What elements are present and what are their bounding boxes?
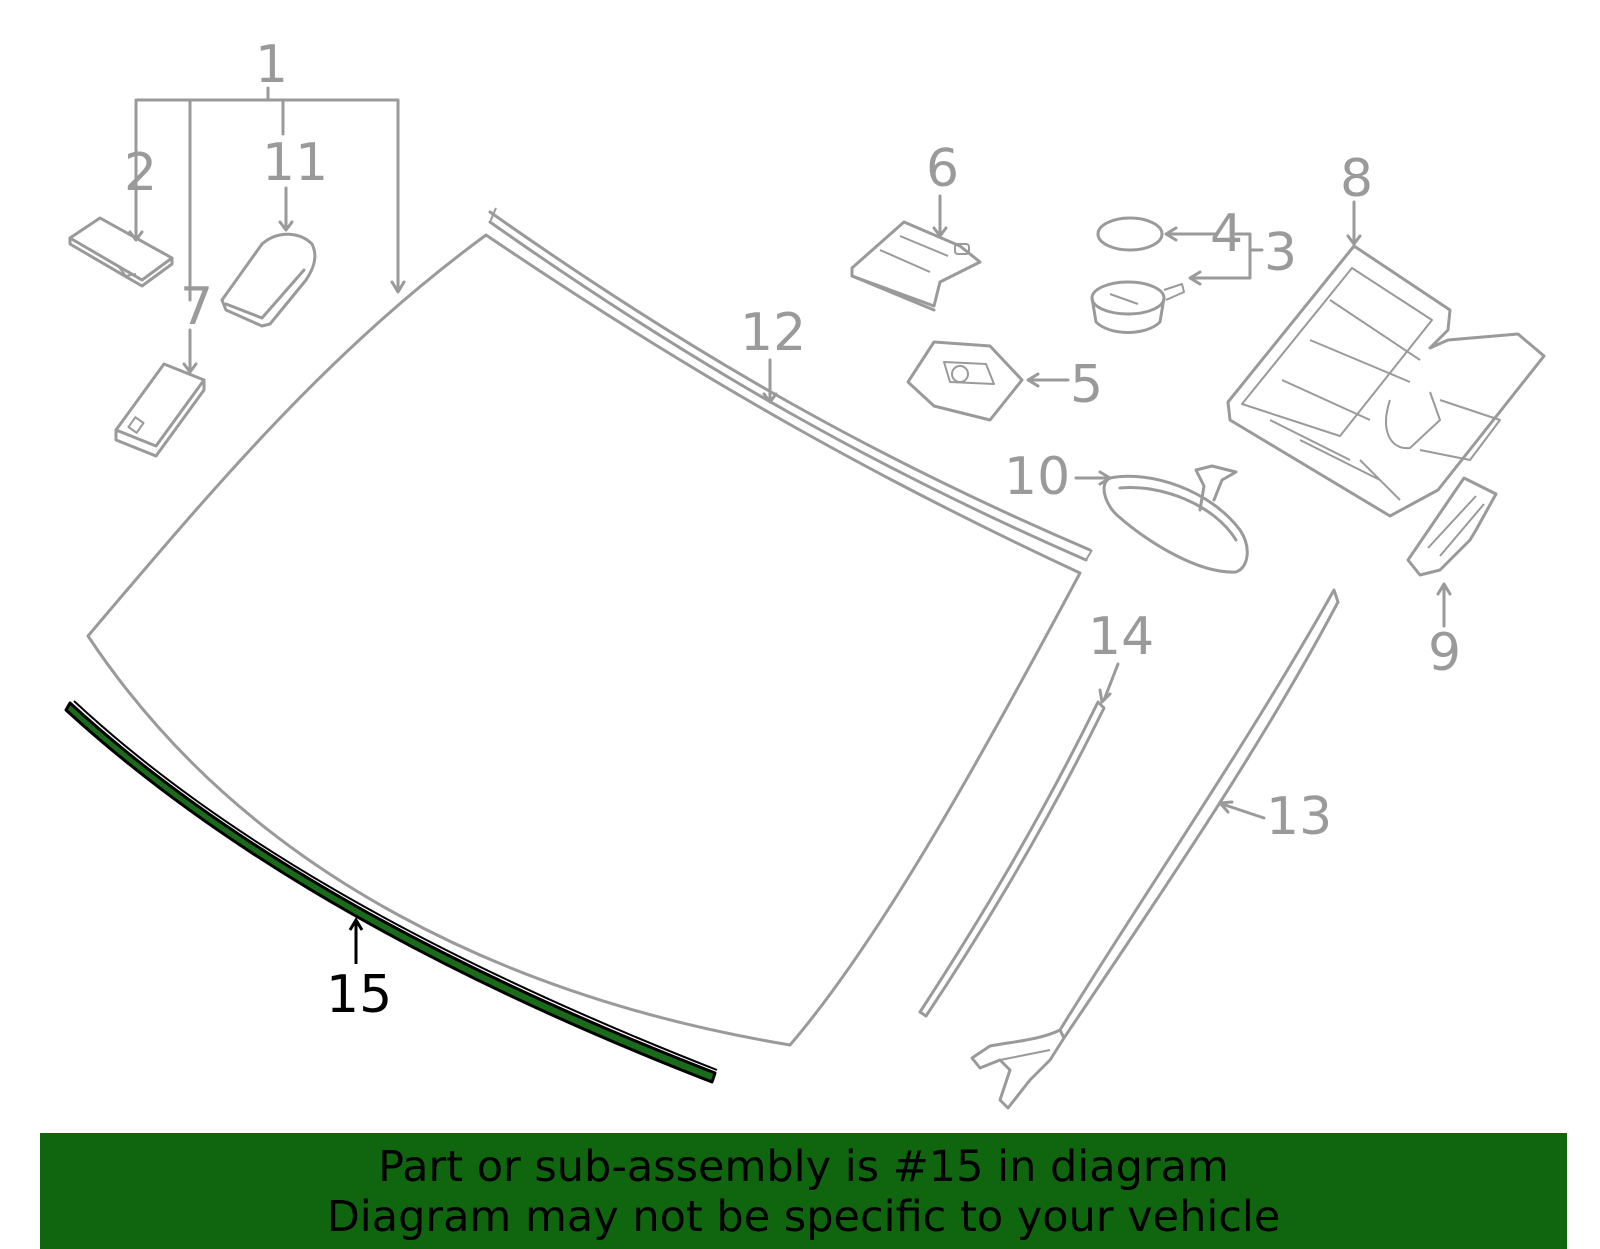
callout-6: 6 [926, 139, 959, 199]
arrow-5 [1026, 372, 1070, 388]
part-14-seal-strip[interactable] [918, 700, 1106, 1018]
leader-lines [128, 86, 1452, 964]
part-11-sensor[interactable] [220, 232, 317, 328]
callout-labels: 1 2 3 4 5 6 7 8 9 10 11 12 13 14 15 [124, 35, 1461, 1025]
arrow-14 [1098, 662, 1120, 704]
callout-10: 10 [1004, 447, 1070, 507]
part-4-o-ring[interactable] [1096, 216, 1164, 252]
arrow-8 [1346, 200, 1362, 246]
info-banner: Part or sub-assembly is #15 in diagram D… [40, 1133, 1567, 1249]
callout-12: 12 [740, 303, 806, 363]
arrow-12 [762, 358, 778, 404]
part-5-camera-housing[interactable] [906, 340, 1024, 422]
arrow-4 [1164, 226, 1218, 242]
arrow-11 [278, 186, 294, 232]
callout-5: 5 [1070, 355, 1103, 415]
part-7-bracket[interactable] [114, 362, 206, 458]
part-9-clip[interactable] [1406, 476, 1498, 577]
part-15-lower-molding[interactable] [64, 700, 718, 1084]
part-2-sensor-cover[interactable] [68, 216, 174, 288]
callout-2: 2 [124, 143, 157, 203]
arrow-13 [1218, 800, 1266, 820]
callout-1: 1 [255, 35, 288, 95]
callout-7: 7 [180, 277, 213, 337]
part-13-pillar-trim[interactable] [970, 588, 1340, 1110]
callout-11: 11 [262, 133, 328, 193]
arrow-2 [128, 224, 144, 242]
callout-3: 3 [1264, 223, 1297, 283]
arrow-15 [348, 917, 364, 964]
part-6-camera-bracket[interactable] [850, 220, 982, 312]
part-12-upper-molding[interactable] [488, 207, 1093, 562]
callout-8: 8 [1340, 149, 1373, 209]
arrow-10 [1074, 470, 1112, 486]
callout-14: 14 [1088, 607, 1154, 667]
callout-4: 4 [1210, 204, 1243, 264]
parts-diagram: 1 2 3 4 5 6 7 8 9 10 11 12 13 14 15 [64, 35, 1546, 1110]
part-10-rear-view-mirror[interactable] [1102, 464, 1249, 574]
bracket-3 [1188, 232, 1264, 286]
part-3-sensor-housing[interactable] [1090, 280, 1185, 334]
callout-15: 15 [326, 965, 392, 1025]
arrow-1-glass [390, 280, 406, 294]
arrow-7 [182, 328, 198, 374]
banner-line-2: Diagram may not be specific to your vehi… [326, 1192, 1281, 1242]
callout-13: 13 [1266, 787, 1332, 847]
callout-9: 9 [1428, 623, 1461, 683]
windshield-glass[interactable] [86, 233, 1082, 1047]
banner-line-1: Part or sub-assembly is #15 in diagram [378, 1142, 1229, 1192]
arrow-9 [1436, 582, 1452, 628]
arrow-6 [932, 194, 948, 238]
part-8-overhead-console[interactable] [1226, 244, 1546, 518]
